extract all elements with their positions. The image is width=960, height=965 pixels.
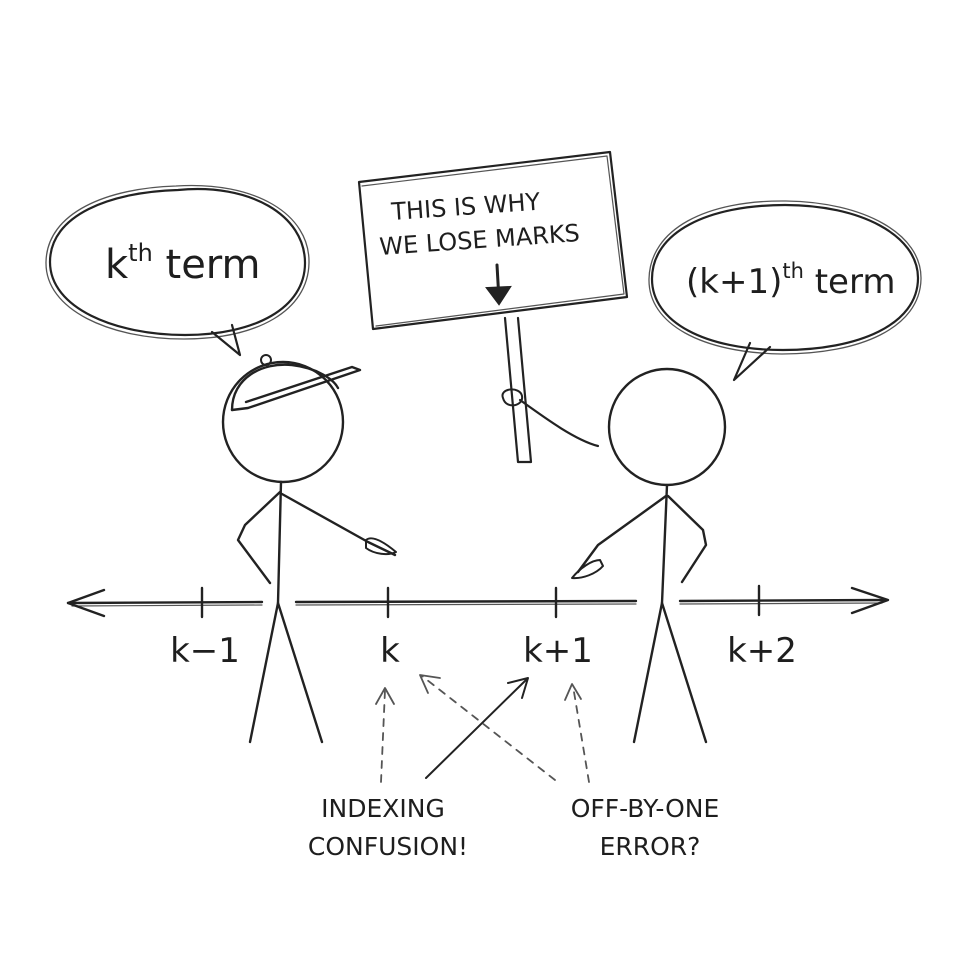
left-bubble-k: k	[105, 242, 129, 288]
right-bubble-term: term	[804, 262, 896, 302]
right-figure-sign-arm	[518, 398, 600, 448]
left-figure-pointing-arm	[280, 492, 397, 557]
label-k-plus-1: k+1	[523, 631, 593, 671]
number-line: k−1 k k+1 k+2	[66, 584, 890, 671]
label-k: k	[380, 631, 400, 671]
left-pointing-hand-icon	[365, 537, 397, 556]
tick-marks	[200, 584, 761, 619]
right-figure-pointing-arm	[576, 494, 668, 574]
solid-arrow-to-k-plus-1	[425, 679, 527, 779]
sign-line-1: THIS IS WHY	[389, 188, 541, 226]
dashed-arrow-to-k	[380, 689, 386, 783]
right-pointing-hand-icon	[571, 559, 604, 580]
right-figure-legs	[632, 601, 708, 744]
left-bubble-term: term	[153, 242, 261, 288]
right-arrowhead-icon	[850, 586, 890, 615]
note-confusion: CONFUSION!	[308, 832, 468, 861]
note-indexing: INDEXING	[321, 794, 445, 823]
dashed-arrow-up-to-k-plus-1	[572, 685, 590, 783]
cap-icon	[230, 354, 362, 412]
right-bubble-k-plus-1: (k+1)	[686, 262, 782, 302]
right-stick-figure	[518, 367, 727, 744]
left-figure-body	[276, 480, 283, 605]
left-bubble-superscript: th	[128, 239, 153, 267]
left-figure-head	[221, 360, 345, 484]
note-error: ERROR?	[600, 832, 701, 861]
bottom-notes: INDEXING CONFUSION! OFF-BY-ONE ERROR?	[308, 794, 719, 861]
right-bubble-superscript: th	[782, 259, 804, 283]
right-speech-bubble: (k+1)th term	[648, 200, 922, 382]
right-bubble-text: (k+1)th term	[686, 259, 895, 302]
right-figure-body	[660, 483, 669, 605]
left-bubble-text: kth term	[105, 239, 261, 288]
protest-sign: THIS IS WHY WE LOSE MARKS	[357, 150, 629, 464]
left-stick-figure	[221, 354, 397, 744]
down-arrow-icon	[485, 263, 512, 306]
right-figure-arm-hip	[666, 494, 708, 584]
label-k-plus-2: k+2	[727, 631, 797, 671]
right-figure-head	[607, 367, 727, 487]
label-k-minus-1: k−1	[170, 631, 240, 671]
left-figure-arm-hip	[236, 490, 282, 585]
dashed-arrow-back-to-k	[421, 675, 556, 781]
left-figure-legs	[248, 601, 324, 744]
left-arrowhead-icon	[66, 588, 106, 618]
note-off-by-one: OFF-BY-ONE	[571, 794, 720, 823]
sign-line-2: WE LOSE MARKS	[378, 219, 580, 261]
left-speech-bubble: kth term	[45, 184, 310, 357]
annotation-arrows	[375, 674, 590, 783]
